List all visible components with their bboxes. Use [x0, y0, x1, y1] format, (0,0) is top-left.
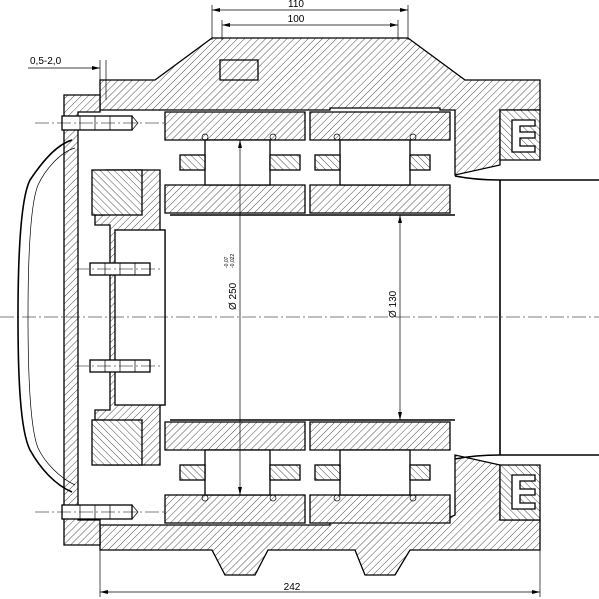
- labyrinth-seal-top: [499, 109, 541, 161]
- dim-label-100: 100: [288, 14, 305, 25]
- end-cover: [17, 94, 101, 546]
- dimension-bore: [238, 140, 242, 495]
- dim-label-110: 110: [288, 0, 304, 10]
- labyrinth-seal-bottom: [499, 464, 541, 521]
- dim-label-bore-tol-lower: -0,022: [230, 254, 236, 268]
- dim-label-bore-tol-upper: -0,07: [224, 256, 230, 268]
- dimension-shaft: [398, 215, 402, 420]
- dim-label-242: 242: [284, 582, 301, 593]
- roller-bearing-bottom: [179, 449, 431, 502]
- dim-label-bore: Ø 250: [228, 282, 239, 310]
- dimension-242: [99, 550, 541, 597]
- centerlines: [0, 122, 599, 513]
- housing-top: [99, 37, 541, 176]
- dimension-110: [211, 5, 409, 40]
- dimension-100: [221, 20, 399, 40]
- dim-label-clearance: 0,5-2,0: [30, 56, 62, 67]
- dim-label-shaft: Ø 130: [388, 290, 399, 318]
- inner-sleeve-bottom: [164, 421, 451, 524]
- shaft: [170, 175, 599, 460]
- lock-nut: [91, 169, 166, 466]
- roller-bearing-top: [179, 133, 431, 186]
- dimension-clearance: [28, 60, 107, 100]
